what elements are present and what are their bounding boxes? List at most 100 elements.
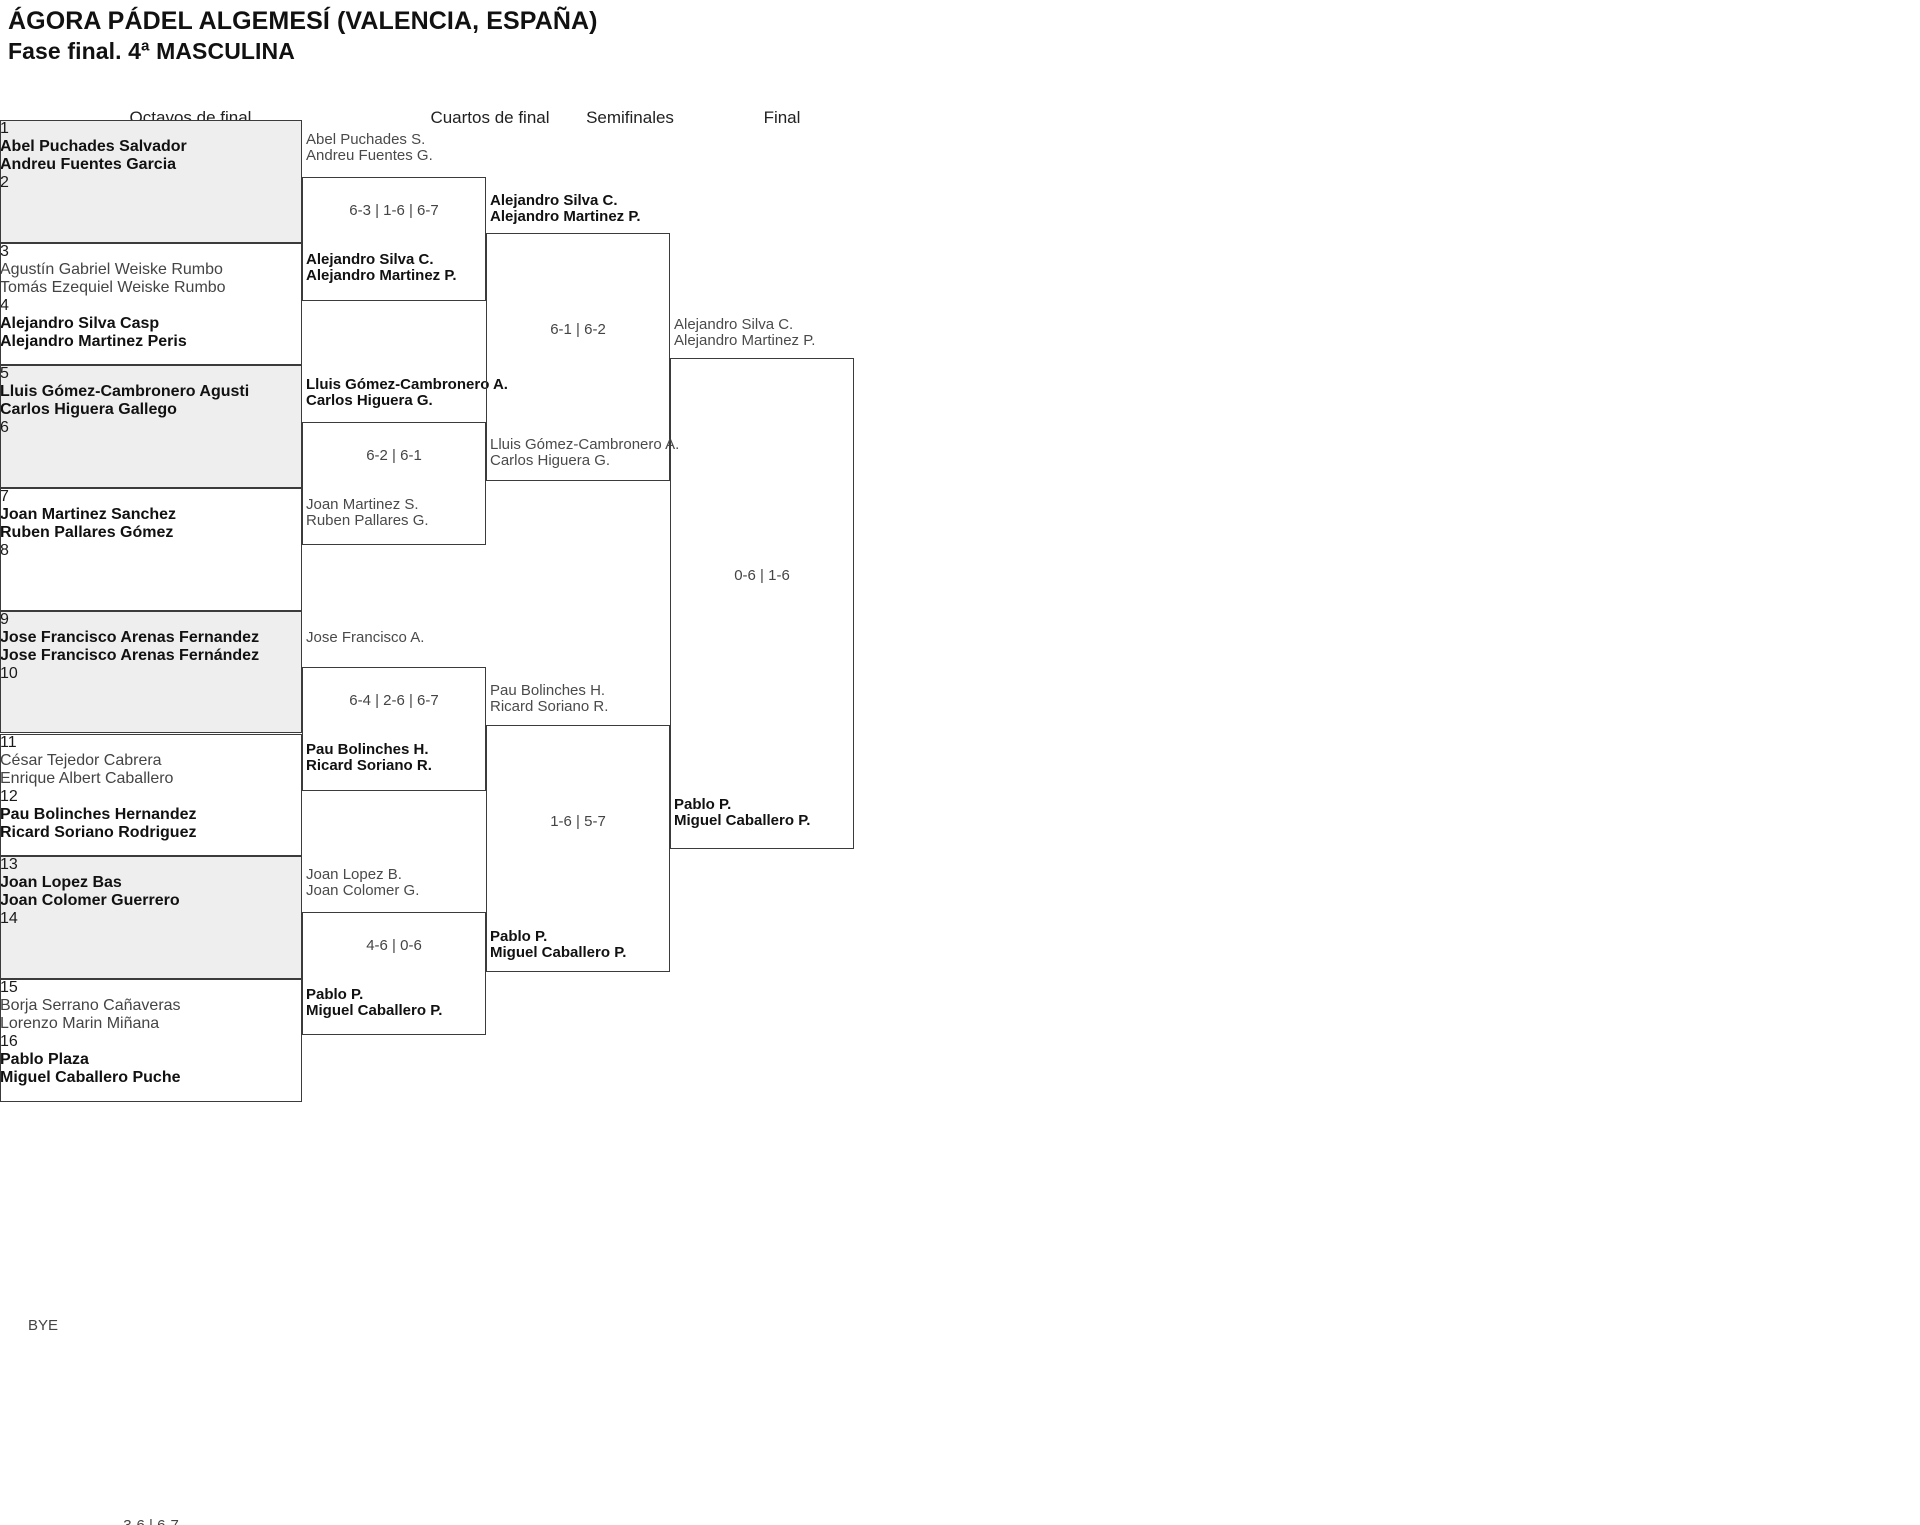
qf-player-name: Joan Lopez B.	[306, 866, 402, 883]
round16-player-name: Enrique Albert Caballero	[0, 769, 174, 787]
round16-match-border	[0, 610, 302, 734]
qf-score: 4-6 | 0-6	[366, 937, 422, 954]
round16-player-name: César Tejedor Cabrera	[0, 751, 162, 769]
sf-player-name: Ricard Soriano R.	[490, 698, 609, 715]
round-header-cuartos: Cuartos de final	[430, 108, 550, 127]
round16-seed: 5	[0, 365, 9, 383]
round16-player-name: Carlos Higuera Gallego	[0, 401, 177, 419]
round16-player-name: Joan Martinez Sanchez	[0, 506, 177, 524]
final-player-name: Alejandro Martinez P.	[674, 332, 816, 349]
round16-player-name: Tomás Ezequiel Weiske Rumbo	[0, 278, 226, 296]
round16-bye-label: BYE	[28, 1317, 59, 1335]
sf-score: 6-1 | 6-2	[550, 321, 606, 338]
round16-player-name: Lluis Gómez-Cambronero Agusti	[0, 383, 250, 401]
round16-player-name: Abel Puchades Salvador	[0, 138, 187, 155]
sf-player-name: Miguel Caballero P.	[490, 944, 627, 961]
round16-player-name: Joan Colomer Guerrero	[0, 892, 180, 910]
qf-player-name: Lluis Gómez-Cambronero A.	[306, 376, 508, 393]
round16-seed: 7	[0, 488, 9, 506]
qf-score: 6-3 | 1-6 | 6-7	[349, 202, 439, 219]
sf-player-name: Alejandro Silva C.	[490, 192, 618, 209]
qf-player-name: Ricard Soriano R.	[306, 757, 432, 774]
round16-seed: 10	[0, 664, 18, 682]
round16-match-border	[0, 120, 302, 243]
qf-player-name: Pau Bolinches H.	[306, 741, 429, 758]
round16-seed: 16	[0, 1032, 18, 1050]
round16-seed: 11	[0, 733, 17, 751]
sf-player-name: Alejandro Martinez P.	[490, 208, 641, 225]
round16-seed: 4	[0, 296, 9, 314]
round16-player-name: Miguel Caballero Puche	[0, 1068, 181, 1086]
sf-player-name: Pablo P.	[490, 928, 548, 945]
qf-player-name: Jose Francisco A.	[306, 629, 425, 646]
qf-player-name: Alejandro Martinez P.	[306, 267, 457, 284]
round16-player-name: Ruben Pallares Gómez	[0, 524, 174, 542]
round16-seed: 8	[0, 542, 9, 560]
round16-player-name: Jose Francisco Arenas Fernández	[0, 646, 260, 664]
phase-title: Fase final. 4ª MASCULINA	[8, 38, 295, 64]
club-title: ÁGORA PÁDEL ALGEMESÍ (VALENCIA, ESPAÑA)	[8, 7, 598, 35]
round16-seed: 3	[0, 242, 9, 260]
round16-match-border	[0, 488, 302, 611]
round16-player-name: Alejandro Martinez Peris	[0, 332, 187, 350]
qf-player-name: Ruben Pallares G.	[306, 512, 429, 529]
round16-seed: 14	[0, 910, 18, 928]
round16-match-border	[0, 978, 302, 1102]
qf-match-box[interactable]	[302, 912, 486, 1035]
qf-player-name: Abel Puchades S.	[306, 131, 426, 148]
sf-score: 1-6 | 5-7	[550, 813, 606, 830]
round16-player-name: Agustín Gabriel Weiske Rumbo	[0, 260, 223, 278]
qf-match-box[interactable]	[302, 177, 486, 301]
round16-match-border	[0, 856, 302, 979]
round16-seed: 15	[0, 978, 18, 996]
page-title: ÁGORA PÁDEL ALGEMESÍ (VALENCIA, ESPAÑA) …	[8, 6, 598, 66]
round16-player-name: Pablo Plaza	[0, 1050, 89, 1068]
round16-player-name: Jose Francisco Arenas Fernandez	[0, 628, 260, 646]
champion-name: Miguel Caballero P.	[674, 812, 811, 829]
qf-match-box[interactable]	[302, 667, 486, 791]
round16-match-border	[0, 733, 302, 857]
round16-seed: 6	[0, 419, 9, 437]
final-match-box[interactable]	[670, 358, 854, 849]
round16-seed: 1	[0, 120, 9, 137]
sf-player-name: Lluis Gómez-Cambronero A.	[490, 436, 680, 453]
qf-player-name: Miguel Caballero P.	[306, 1002, 443, 1019]
qf-match-box[interactable]	[302, 422, 486, 545]
round16-seed: 12	[0, 787, 18, 805]
sf-match-box[interactable]	[486, 725, 670, 972]
round16-player-name: Ricard Soriano Rodriguez	[0, 823, 197, 841]
qf-player-name: Pablo P.	[306, 986, 364, 1003]
round16-score: 3-6 | 6-7	[0, 1517, 302, 1525]
round16-seed: 13	[0, 856, 18, 874]
round16-seed: 2	[0, 174, 9, 191]
round16-player-name: Alejandro Silva Casp	[0, 314, 160, 332]
round16-match-border	[0, 242, 302, 366]
qf-player-name: Joan Colomer G.	[306, 882, 420, 899]
round16-seed: 9	[0, 610, 9, 628]
sf-player-name: Carlos Higuera G.	[490, 452, 611, 469]
qf-player-name: Carlos Higuera G.	[306, 392, 433, 409]
final-score: 0-6 | 1-6	[734, 567, 790, 584]
round16-player-name: Pau Bolinches Hernandez	[0, 805, 197, 823]
sf-player-name: Pau Bolinches H.	[490, 682, 606, 699]
sf-match-box[interactable]	[486, 233, 670, 481]
champion-name: Pablo P.	[674, 796, 732, 813]
round-header-final: Final	[763, 108, 801, 127]
round16-player-name: Andreu Fuentes Garcia	[0, 156, 177, 173]
qf-player-name: Andreu Fuentes G.	[306, 147, 433, 164]
qf-player-name: Alejandro Silva C.	[306, 251, 434, 268]
round16-player-name: Lorenzo Marin Miñana	[0, 1014, 160, 1032]
final-player-name: Alejandro Silva C.	[674, 316, 794, 333]
round16-player-name: Joan Lopez Bas	[0, 874, 122, 892]
round-header-semifinales: Semifinales	[586, 108, 674, 127]
qf-score: 6-2 | 6-1	[366, 447, 422, 464]
round16-player-name: Borja Serrano Cañaveras	[0, 996, 181, 1014]
